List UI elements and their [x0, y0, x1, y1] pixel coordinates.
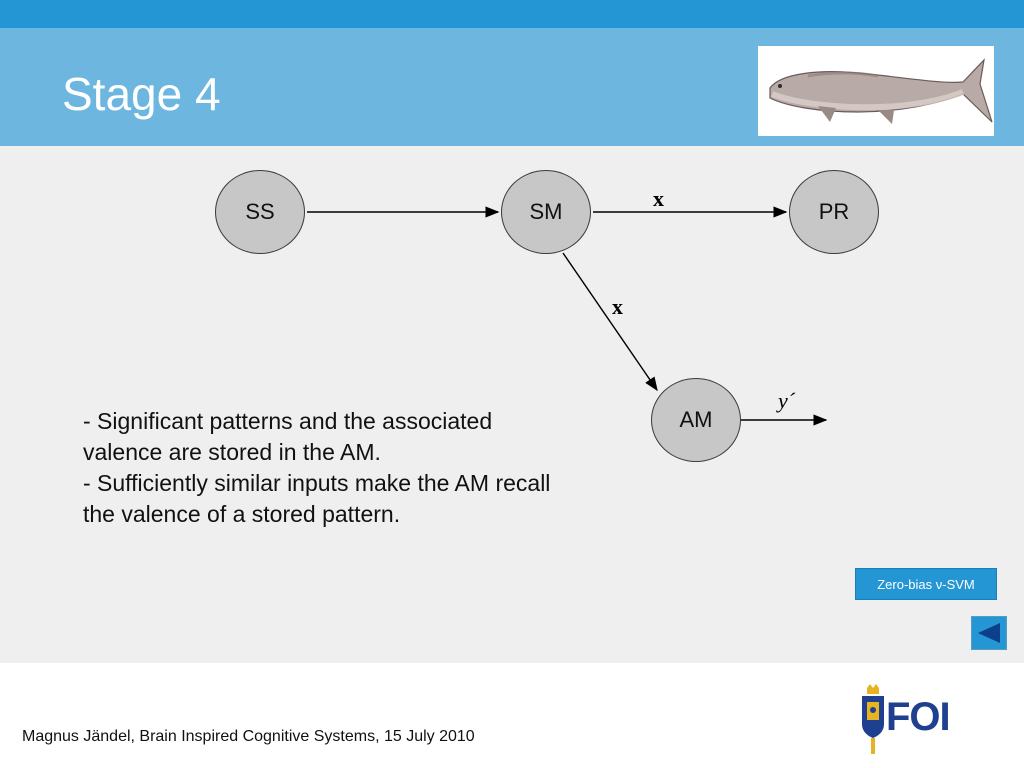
node-ss: SS — [215, 170, 305, 254]
edge-label-sm-pr: x — [653, 186, 664, 211]
triangle-left-icon — [978, 623, 1000, 643]
zero-bias-svm-button[interactable]: Zero-bias ν-SVM — [855, 568, 997, 600]
top-accent-strip — [0, 0, 1024, 28]
back-button[interactable] — [971, 616, 1007, 650]
footer-credit: Magnus Jändel, Brain Inspired Cognitive … — [22, 728, 475, 745]
node-am: AM — [651, 378, 741, 462]
slide-title: Stage 4 — [62, 68, 221, 120]
crown-emblem-icon — [862, 684, 884, 754]
node-sm: SM — [501, 170, 591, 254]
node-pr: PR — [789, 170, 879, 254]
edge-sm-to-am — [562, 252, 658, 392]
description-text: - Significant patterns and the associate… — [83, 406, 563, 530]
edge-label-sm-am: x — [612, 294, 623, 319]
description-line-2: - Sufficiently similar inputs make the A… — [83, 470, 551, 527]
foi-logo: FOI — [858, 684, 962, 756]
fish-image — [758, 46, 994, 136]
description-line-1: - Significant patterns and the associate… — [83, 408, 493, 465]
output-label-y-prime: y´ — [778, 388, 796, 413]
foi-logo-text: FOI — [886, 695, 951, 739]
